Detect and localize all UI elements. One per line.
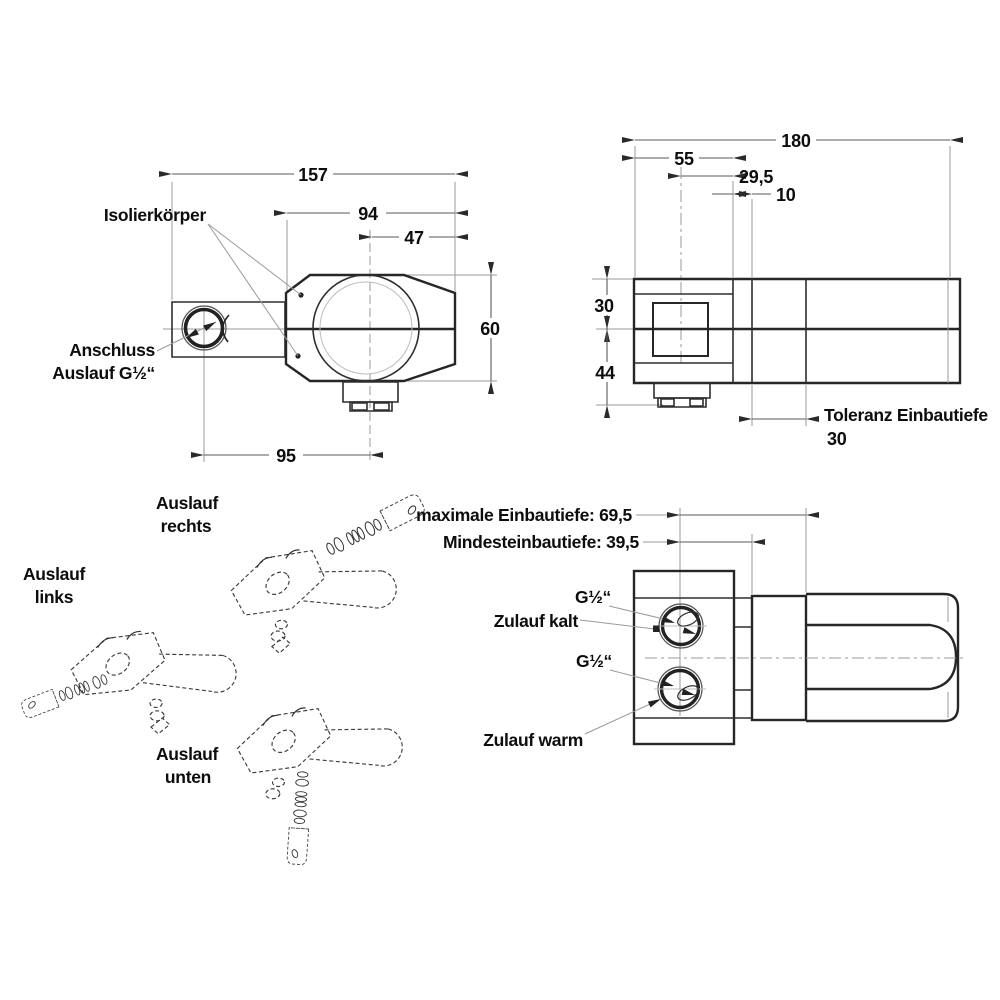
label-auslauf-links-line2: links	[35, 587, 74, 607]
g12-bottom-arrowhead-1	[660, 679, 674, 686]
g12-top-arrowhead-1	[661, 616, 675, 623]
cold-port-thread-curl	[677, 611, 699, 627]
dim-60: 60	[480, 319, 500, 339]
outlet-port-outer	[181, 305, 227, 351]
top-body-feature-lines	[634, 279, 807, 383]
front-view-extension-lines	[163, 182, 497, 462]
label-zulauf-warm: Zulauf warm	[483, 730, 583, 750]
dim-44: 44	[595, 363, 615, 383]
dim-29-5: 29,5	[739, 167, 773, 187]
top-nut	[657, 397, 707, 408]
inlet-port-warm	[654, 666, 706, 712]
dim-157: 157	[298, 165, 328, 185]
dim-94: 94	[358, 204, 378, 224]
dim-47-bg	[399, 227, 429, 246]
exploded-parts-links	[21, 674, 108, 718]
g12-top-arrowhead-2	[682, 627, 696, 634]
dim-157-bg	[294, 164, 333, 183]
exploded-parts-rechts	[326, 494, 425, 555]
inlet-port-cold	[655, 603, 707, 649]
top-body-outline	[632, 277, 962, 385]
outlet-thread-arc	[221, 314, 230, 343]
dim-180: 180	[781, 131, 811, 151]
label-isolierkoerper: Isolierkörper	[104, 205, 207, 225]
dim-55-bg	[669, 148, 699, 167]
label-zulauf-kalt: Zulauf kalt	[494, 611, 579, 631]
dim-44-bg	[589, 362, 621, 382]
exploded-body-rechts	[230, 549, 397, 654]
front-view: 157 94 47 60 95 Isolierkörper Anschluss	[52, 164, 506, 466]
bottom-nut-facets	[351, 402, 390, 411]
cartridge-circle-inner	[319, 281, 413, 375]
cartridge-square	[652, 302, 709, 357]
dim-95-bg	[269, 445, 303, 464]
label-anschluss-line1: Anschluss	[69, 340, 155, 360]
label-min-einbautiefe: Mindesteinbautiefe: 39,5	[443, 532, 640, 552]
top-nut-facets	[660, 398, 704, 407]
label-toleranz: Toleranz Einbautiefe	[824, 405, 988, 425]
side-view: maximale Einbautiefe: 69,5 Mindesteinbau…	[416, 505, 964, 750]
dim-47: 47	[404, 228, 424, 248]
label-auslauf-unten-line2: unten	[165, 767, 211, 787]
side-block-flange-lines	[634, 597, 734, 719]
dim-toleranz-30: 30	[827, 429, 847, 449]
g12-bottom-arrowhead-2	[681, 688, 695, 695]
side-view-body	[632, 569, 964, 746]
cartridge-circle-outer	[312, 274, 420, 382]
side-sleeve-outline	[806, 592, 960, 723]
label-auslauf-rechts-line2: rechts	[161, 516, 212, 536]
top-view-extension-lines	[592, 146, 951, 426]
top-view-body	[632, 277, 962, 408]
label-max-einbautiefe: maximale Einbautiefe: 69,5	[416, 505, 632, 525]
valve-body-octagon	[284, 273, 457, 383]
exploded-views: Auslauf rechts Auslauf links Auslauf unt…	[21, 493, 425, 865]
anschluss-arrowhead-upper	[203, 322, 216, 332]
label-g12-top: G½“	[575, 587, 611, 607]
anschluss-arrowhead-lower	[186, 328, 199, 338]
dim-55: 55	[674, 149, 694, 169]
exploded-parts-unten	[286, 771, 310, 865]
dim-30-bg	[589, 295, 620, 315]
label-g12-bottom: G½“	[576, 651, 612, 671]
dim-60-bg	[475, 318, 506, 338]
top-bracket	[653, 382, 711, 399]
front-view-leader-lines	[156, 223, 302, 357]
top-view: 180 55 29,5 10 30 44 Toleranz Einbautief…	[589, 130, 989, 449]
zulauf-warm-arrowhead	[647, 699, 661, 708]
front-view-dimension-lines	[159, 171, 494, 458]
label-anschluss-line2: Auslauf G½“	[52, 363, 155, 383]
dim-95: 95	[276, 446, 296, 466]
bottom-nut	[349, 401, 393, 412]
side-tube-outline	[806, 623, 958, 691]
bottom-bracket	[342, 381, 399, 403]
exploded-body-unten	[236, 707, 403, 800]
side-block-outline	[632, 569, 736, 746]
label-auslauf-rechts-line1: Auslauf	[156, 493, 219, 513]
exploded-body-links	[70, 630, 237, 735]
dim-180-bg	[776, 130, 816, 149]
zulauf-kalt-leader-square	[653, 625, 660, 632]
dim-10: 10	[776, 185, 796, 205]
side-view-dimension-lines	[667, 512, 819, 545]
label-auslauf-links-line1: Auslauf	[23, 564, 86, 584]
front-view-body	[171, 273, 457, 412]
dim-30: 30	[594, 296, 614, 316]
warm-port-thread-curl	[677, 685, 699, 701]
dim-94-bg	[350, 203, 386, 222]
label-auslauf-unten-line1: Auslauf	[156, 744, 219, 764]
